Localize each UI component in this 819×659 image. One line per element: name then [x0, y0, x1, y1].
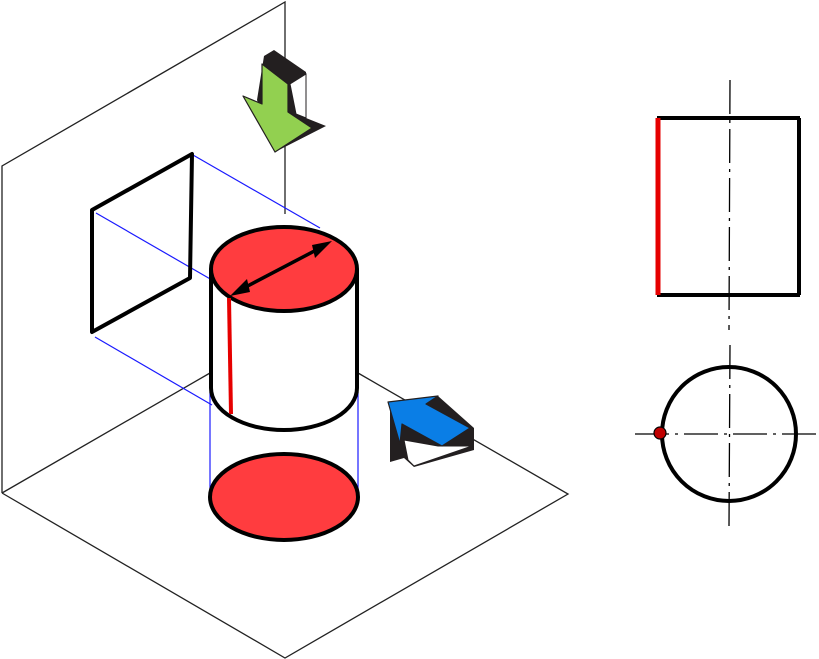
cylinder-body	[209, 268, 359, 432]
projection-line-top-back	[192, 154, 321, 229]
plane-edge-left	[1, 372, 211, 494]
top-projection-on-floor	[208, 452, 360, 542]
cylinder	[209, 225, 359, 432]
arrow-front-body	[387, 395, 471, 447]
arrow-down-side	[289, 73, 307, 119]
front-view-axis	[728, 79, 731, 331]
front-projection-on-wall	[90, 152, 194, 334]
projection-lines	[94, 154, 359, 494]
projection-line-top-front	[95, 212, 213, 281]
arrow-down-body	[242, 63, 313, 153]
double-arrow-icon	[230, 241, 332, 296]
top-view-axis-vertical	[728, 344, 731, 527]
projection-line-bottom	[94, 336, 213, 406]
arrow-front-icon	[387, 395, 474, 467]
arrow-down-icon	[242, 50, 326, 153]
front-view	[655, 79, 801, 331]
arrow-front-side	[403, 439, 473, 467]
cylinder-highlight-generatrix	[227, 297, 233, 415]
top-view	[635, 344, 819, 527]
cylinder-top-face	[209, 225, 359, 313]
point-marker-icon	[653, 426, 667, 440]
